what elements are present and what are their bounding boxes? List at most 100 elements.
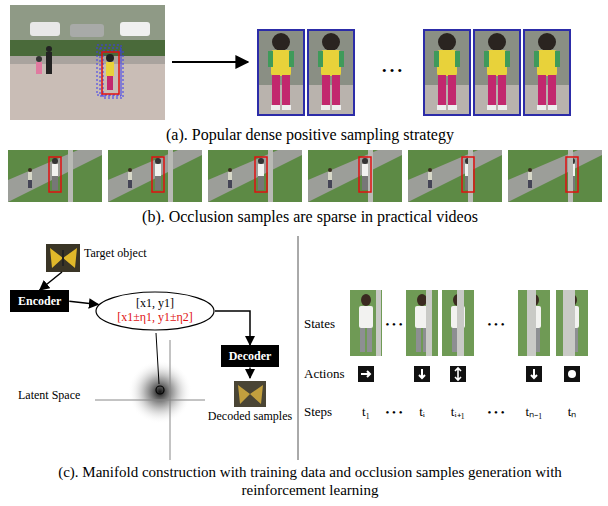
- decoded-image: [238, 385, 263, 404]
- positive-samples: [258, 30, 570, 115]
- state-frames: [442, 290, 474, 356]
- target-image: [46, 244, 80, 272]
- node-text: Target object: [84, 246, 147, 261]
- video-frames: [52, 164, 58, 176]
- scene-photo: [10, 5, 165, 120]
- video-frames: [359, 157, 371, 192]
- flow-connector: [249, 367, 251, 378]
- video-frames: [308, 150, 402, 202]
- video-frames: [168, 150, 173, 202]
- decoded-image: [234, 381, 266, 407]
- scene-photo: [10, 5, 165, 40]
- positive-samples: [308, 30, 354, 115]
- positive-samples: [424, 30, 470, 115]
- scene-photo: [120, 22, 150, 36]
- flow-connector: [40, 272, 62, 290]
- state-frames: [350, 290, 382, 356]
- video-frames: [508, 150, 602, 202]
- video-frames: [568, 150, 573, 202]
- scene-photo: [36, 56, 42, 62]
- video-frames: [308, 150, 402, 202]
- encoder-box: Encoder: [10, 290, 69, 312]
- video-frames: [108, 150, 202, 202]
- video-frames: [152, 157, 164, 192]
- latent-space: [95, 333, 205, 460]
- node-text: Decoded samples: [208, 409, 292, 424]
- ellipsis: • • •: [382, 63, 402, 79]
- action-icons: [526, 366, 542, 382]
- video-frames: [8, 150, 102, 202]
- axis-label: Latent Space: [18, 388, 80, 402]
- state-frames: [426, 290, 432, 356]
- scene-photo: [36, 62, 42, 74]
- action-icons: [568, 370, 576, 378]
- ellipsis: • • •: [385, 406, 402, 419]
- action-icons: [358, 366, 580, 382]
- positive-samples: [474, 30, 520, 115]
- state-frames: [527, 290, 536, 356]
- video-frames: [68, 150, 73, 202]
- video-frames: [208, 150, 302, 202]
- row-label: States: [304, 316, 335, 332]
- state-frames: [556, 290, 588, 356]
- action-icons: [414, 366, 430, 382]
- row-label: Steps: [304, 404, 332, 420]
- step-label: tₙ₋₁: [525, 404, 542, 420]
- node-text: Encoder: [18, 294, 61, 308]
- row-label: Actions: [304, 366, 344, 382]
- flow-arrow: [172, 61, 248, 63]
- subfigure-caption: (a). Popular dense positive sampling str…: [166, 125, 454, 144]
- latent-space: [156, 386, 164, 394]
- video-frames: [408, 150, 502, 202]
- scene-photo: [70, 24, 104, 37]
- action-icons: [531, 369, 537, 378]
- positive-samples: [474, 30, 520, 115]
- action-icons: [564, 366, 580, 382]
- ellipse-outline: [96, 292, 214, 330]
- video-frames: [52, 176, 58, 190]
- scene-photo: [103, 51, 123, 98]
- ellipsis: • • •: [487, 406, 504, 419]
- target-object: Target object: [44, 244, 147, 272]
- state-frames: [518, 290, 550, 356]
- subfigure-caption: (b). Occlusion samples are sparse in pra…: [142, 207, 478, 226]
- positive-samples: [258, 30, 304, 115]
- video-frames: [155, 158, 161, 164]
- video-frames: [566, 157, 578, 192]
- scene-photo: [106, 54, 114, 62]
- state-frames: [376, 290, 381, 356]
- video-frames: [8, 150, 102, 202]
- scene-photo: [106, 62, 114, 76]
- scene-photo: [10, 40, 165, 56]
- action-icons: [419, 369, 425, 378]
- target-image: [62, 250, 64, 266]
- video-frames: [408, 150, 502, 202]
- video-frames: [52, 158, 58, 164]
- video-frames: [258, 176, 264, 190]
- video-frames: [208, 150, 302, 202]
- video-frames: [255, 157, 267, 192]
- positive-samples: [258, 30, 304, 115]
- video-frames: [362, 158, 368, 164]
- video-frames: [155, 164, 161, 176]
- target-image: [46, 244, 80, 272]
- positive-samples: [424, 30, 470, 115]
- video-frames: [49, 157, 61, 192]
- video-frames: [508, 150, 602, 202]
- decoder-box: Decoder: [221, 345, 280, 367]
- latent-space: [170, 340, 171, 460]
- subfigure-caption: (c). Manifold construction with training…: [40, 463, 580, 499]
- video-frames: [362, 164, 368, 176]
- scene-photo: [107, 76, 113, 90]
- video-frames: [8, 150, 602, 202]
- state-frames: [350, 290, 588, 356]
- video-frames: [258, 158, 264, 164]
- state-frames: [457, 290, 464, 356]
- node-text: Decoder: [229, 349, 272, 363]
- scene-photo: [10, 56, 165, 64]
- video-frames: [362, 176, 368, 190]
- scene-photo: [46, 46, 52, 52]
- step-label: tᵢ₊₁: [451, 404, 465, 420]
